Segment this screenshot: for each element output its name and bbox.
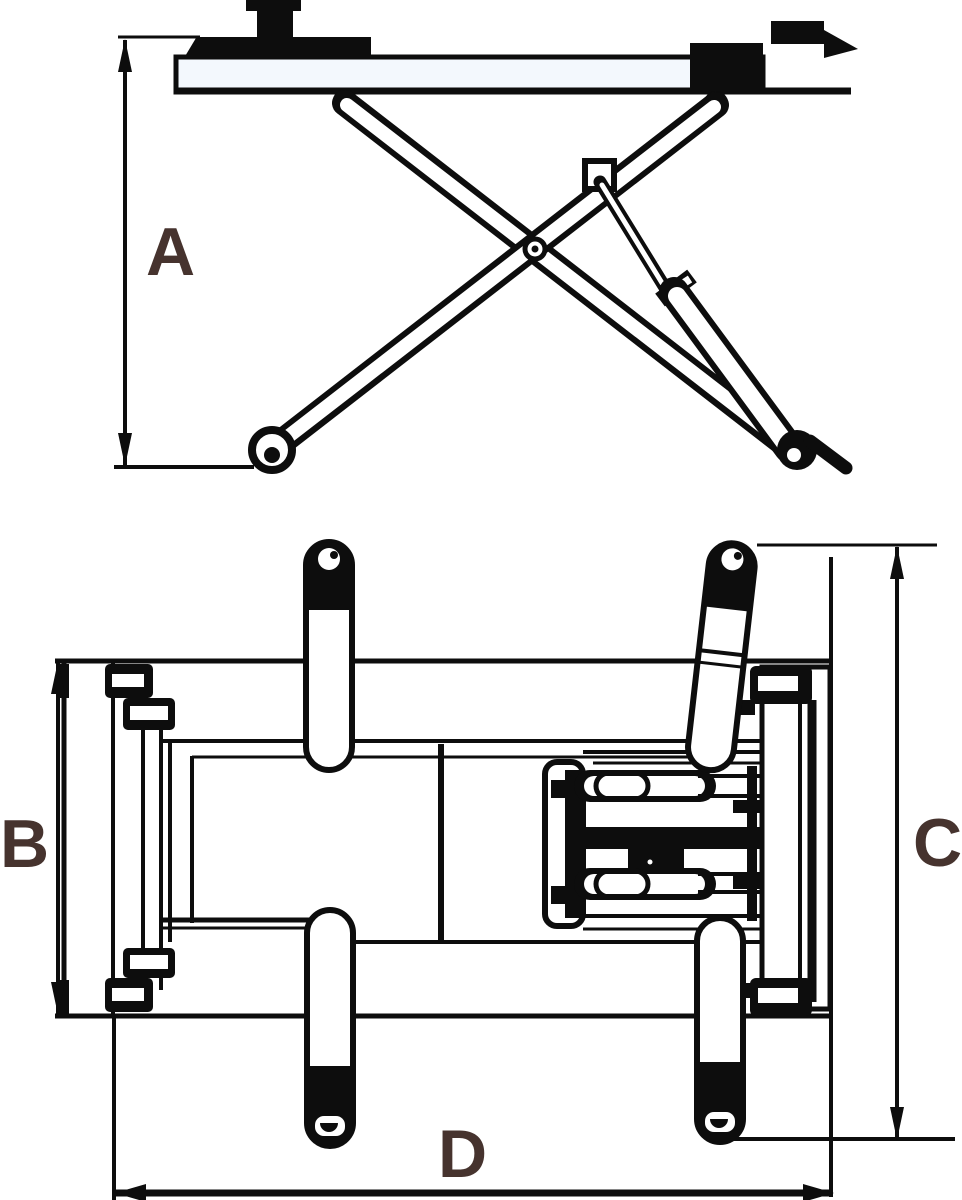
valve-block-port [647, 859, 653, 865]
connector-tab-bottom [733, 876, 761, 889]
center-pivot-pin [531, 245, 539, 253]
platform-right-ramp-tip [824, 30, 858, 58]
rail-clamp-bottom-outer-slot [112, 988, 144, 1001]
arm-ul-pivot-hole [318, 548, 340, 570]
dim-d-arrow-left [115, 1184, 146, 1200]
pivot-bracket-bottom-slot [758, 988, 798, 1003]
platform-left-step [196, 37, 371, 58]
rail-clamp-top-outer-slot [112, 674, 144, 687]
side-elevation-view: A [114, 0, 858, 475]
dimension-b: B [0, 661, 65, 1015]
dim-a-arrow-top [118, 39, 132, 72]
wheel-stop-cap [246, 0, 301, 11]
roller-left-pin [264, 447, 280, 463]
dim-c-arrow-bottom [890, 1107, 904, 1140]
swing-arm-lower-left [304, 907, 356, 1149]
dimension-c: C [706, 546, 962, 1141]
platform-right-block [690, 43, 763, 92]
connector-tab-top [733, 800, 761, 813]
swing-arm-upper-left [303, 539, 355, 773]
dim-d-arrow-right [803, 1184, 834, 1200]
arm-ur-pivot-pin [733, 551, 742, 560]
swing-arm-upper-right [685, 540, 758, 774]
label-c: C [913, 805, 962, 881]
arm-ur-seam-2 [697, 660, 744, 669]
side-plate [759, 664, 833, 1012]
roller-right-foot [803, 434, 853, 475]
dim-a-arrow-bottom [118, 433, 132, 466]
pivot-bracket-top-slot [758, 676, 798, 691]
dim-b-arrow-bottom [51, 982, 65, 1015]
scissor-arm-front-body [340, 98, 795, 453]
dim-b-arrow-top [51, 661, 65, 694]
wheel-stop-post [257, 7, 293, 40]
crosshead-tab-bottom [551, 886, 567, 904]
roller-right-pin [787, 448, 801, 462]
crosshead-tab-top [551, 780, 567, 798]
arm-ul-pivot-pin [330, 551, 338, 559]
cylinder-body [668, 287, 795, 453]
cylinder-2-inner-tube [593, 868, 651, 900]
arm-ll-pin [320, 1123, 338, 1132]
label-b: B [0, 806, 49, 882]
dimension-a [114, 35, 254, 469]
base-rollers [248, 426, 853, 475]
arm-ul-black-cap [306, 542, 352, 610]
label-d: D [438, 1116, 487, 1192]
label-a: A [146, 214, 195, 290]
connector-bar [747, 766, 757, 921]
platform-deck-bar [173, 54, 766, 95]
scissor-mechanism [261, 89, 803, 461]
hydraulic-cylinder-side [582, 158, 804, 463]
right-side-plate [733, 664, 833, 1016]
platform-right-step-block [771, 21, 824, 44]
platform-left-step-tip [184, 38, 196, 58]
piston-rod-body [599, 182, 665, 286]
dim-c-arrow-top [890, 546, 904, 579]
rail-clamp-bottom-inner-slot [130, 955, 168, 969]
lift-platform [173, 0, 858, 95]
rail-clamp-top-inner-slot [130, 706, 168, 720]
cylinder-1-inner-tube [593, 770, 651, 802]
dimension-d: D [112, 1018, 834, 1200]
swing-arm-lower-right [694, 915, 746, 1145]
arm-ur-seam-1 [698, 648, 745, 658]
arm-lr-pin [710, 1119, 728, 1128]
scissor-arm-rear-body [269, 100, 721, 453]
plan-view: B C D [0, 539, 962, 1200]
